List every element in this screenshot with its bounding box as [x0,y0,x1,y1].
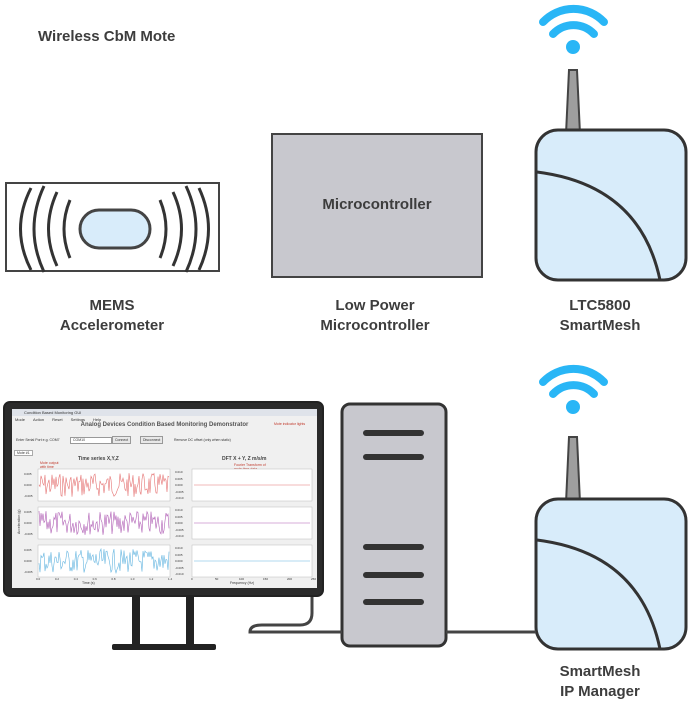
x-axis-time-label: Time (s) [82,581,95,585]
mems-caption: MEMS Accelerometer [32,296,192,336]
time-tick: 0.4 [73,577,78,581]
sensor-icon [78,208,152,250]
ts-y-tick: -0.005 [24,494,33,498]
mems-caption-line1: MEMS [89,297,135,314]
freq-tick: 250 [311,577,317,581]
ts-y-tick: 0.005 [24,548,32,552]
x-axis-freq-label: Frequency (Hz) [230,581,255,585]
freq-tick: 100 [239,577,245,581]
mems-caption-line2: Accelerometer [59,317,165,334]
manager-caption-line2: IP Manager [560,683,640,700]
dft-y-tick: 0.005 [175,476,183,481]
timeseries-trace-1 [38,472,170,497]
manager-caption: SmartMesh IP Manager [525,662,675,702]
time-tick: 0.2 [54,577,60,581]
time-tick: 0.6 [92,577,97,581]
timeseries-trace-3 [38,547,170,575]
time-tick: 1.2 [149,577,154,581]
plots-canvas [37,468,313,578]
app-title: Analog Devices Condition Based Monitorin… [80,422,249,428]
dft-y-tick: 0.000 [175,483,183,487]
monitor-cable [248,593,342,634]
time-tick: 1.4 [168,577,173,581]
ts-y-tick: -0.005 [24,532,33,536]
dft-y-tick: 0.005 [175,514,183,519]
low-power-caption: Low Power Microcontroller [295,296,455,336]
connect-button[interactable]: Connect [112,436,132,444]
remove-dc-checkbox[interactable]: Remove DC offset (only when static) [174,438,231,442]
ts-y-tick: 0.005 [24,472,32,476]
diagram-title: Wireless CbM Mote [38,28,176,45]
timeseries-title: Time series X,Y,Z [78,456,119,462]
pc-tower-slots [363,430,424,605]
ts-y-tick: 0.000 [24,559,32,563]
dft-y-tick: 0.010 [175,508,183,512]
window-titlebar: Condition Based Monitoring GUI [12,409,317,416]
dft-y-tick: 0.010 [175,470,183,474]
menu-reset[interactable]: Reset [52,417,63,422]
ts-y-tick: 0.005 [24,510,32,514]
monitor-stand [112,644,216,650]
ltc5800-caption-line1: LTC5800 [569,297,631,314]
menu-settings[interactable]: Settings [70,417,86,422]
dft-y-tick: 0.000 [175,559,183,563]
menu-bar: Mode Action Reset Settings Help [12,416,317,423]
serial-port-input[interactable]: COM10 [70,437,112,444]
dft-y-tick: 0.005 [175,552,183,557]
dft-y-tick: -0.010 [175,572,184,576]
ltc5800-caption: LTC5800 SmartMesh [525,296,675,336]
smartmesh-manager-module [534,497,688,651]
timeseries-plot-2 [37,506,171,540]
ts-y-tick: 0.000 [24,483,32,487]
vibration-waves-icon [19,185,210,273]
antenna-icon-bottom [564,436,582,504]
dft-y-tick: 0.010 [175,546,183,550]
menu-mode[interactable]: Mode [15,417,26,422]
dft-y-tick: -0.010 [175,496,184,500]
menu-action[interactable]: Action [33,417,45,422]
freq-tick: 200 [287,577,293,581]
manager-caption-line1: SmartMesh [559,663,641,680]
menu-help[interactable]: Help [93,417,102,422]
dft-y-tick: -0.005 [175,527,184,532]
timeseries-trace-2 [38,510,170,536]
freq-tick: 150 [263,577,269,581]
ltc5800-caption-line2: SmartMesh [559,317,641,334]
dft-y-tick: -0.010 [175,534,184,538]
mote-indicator-hint: Mote indicator lights [274,422,306,426]
monitor-screen: Condition Based Monitoring GUI Mode Actio… [12,409,317,588]
time-tick: 1.0 [130,577,135,581]
microcontroller-box [271,133,483,278]
dft-title: DFT X + Y, Z m/s/m [222,456,267,462]
time-tick: 0.0 [36,577,41,581]
freq-tick: 0 [191,577,193,581]
microcontroller-box-label: Microcontroller [322,196,432,213]
dft-y-tick: -0.005 [175,489,184,494]
serial-port-label: Enter Serial Port e.g. COM7 [16,438,60,442]
time-hint: Mote output with time [40,461,59,469]
dft-y-tick: 0.000 [175,521,183,525]
antenna-icon-top [564,69,582,135]
ltc5800-module [534,128,688,282]
ts-y-tick: 0.000 [24,521,32,525]
disconnect-button[interactable]: Disconnect [140,436,164,444]
low-power-caption-line1: Low Power [335,297,415,314]
pc-tower [340,402,448,648]
time-tick: 0.8 [111,577,116,581]
wifi-icon-top [539,4,608,54]
freq-tick: 50 [215,577,219,581]
ts-y-tick: -0.005 [24,570,33,574]
dft-y-tick: -0.005 [175,565,184,570]
mote-tab[interactable]: Mote #1 [14,450,33,456]
low-power-caption-line2: Microcontroller [320,317,430,334]
wifi-icon-bottom [539,364,608,414]
